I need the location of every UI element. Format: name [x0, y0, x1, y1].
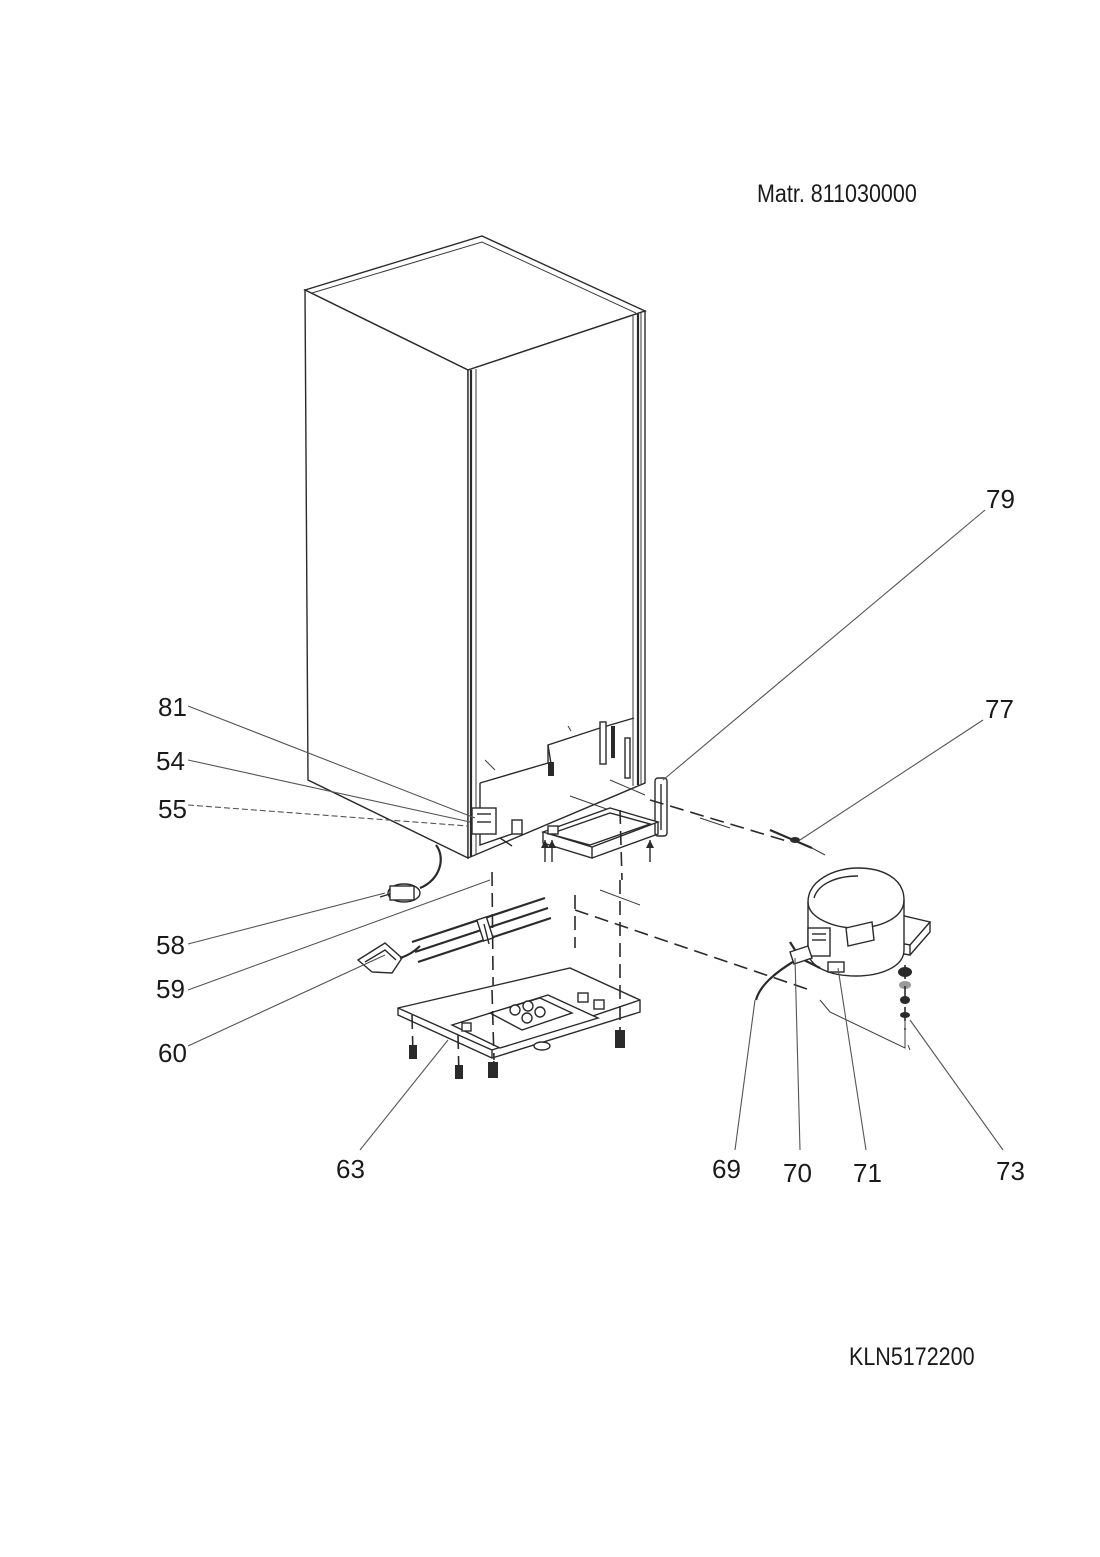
callout-77: 77: [985, 694, 1014, 724]
callout-58: 58: [156, 930, 185, 960]
guide-lines: [574, 799, 826, 991]
compressor-assembly: [754, 867, 932, 1051]
callout-69: 69: [712, 1154, 741, 1184]
base-plate: [397, 880, 641, 1079]
model-code: KLN5172200: [849, 1343, 975, 1371]
callout-73: 73: [996, 1156, 1025, 1186]
drip-tray: [540, 807, 661, 881]
callout-71: 71: [853, 1158, 882, 1188]
callout-79: 79: [986, 484, 1015, 514]
callout-labels: 81 54 55 58 59 60 63 69 70 71 73 77 79: [156, 484, 1025, 1188]
callout-54: 54: [156, 746, 185, 776]
callout-59: 59: [156, 974, 185, 1004]
left-components: [356, 807, 556, 1079]
callout-55: 55: [158, 794, 187, 824]
leader-lines: [187, 509, 1004, 1151]
material-number: Matr. 811030000: [757, 180, 917, 208]
callout-70: 70: [783, 1158, 812, 1188]
cabinet: [303, 235, 668, 860]
callout-63: 63: [336, 1154, 365, 1184]
callout-81: 81: [158, 692, 187, 722]
callout-60: 60: [158, 1038, 187, 1068]
